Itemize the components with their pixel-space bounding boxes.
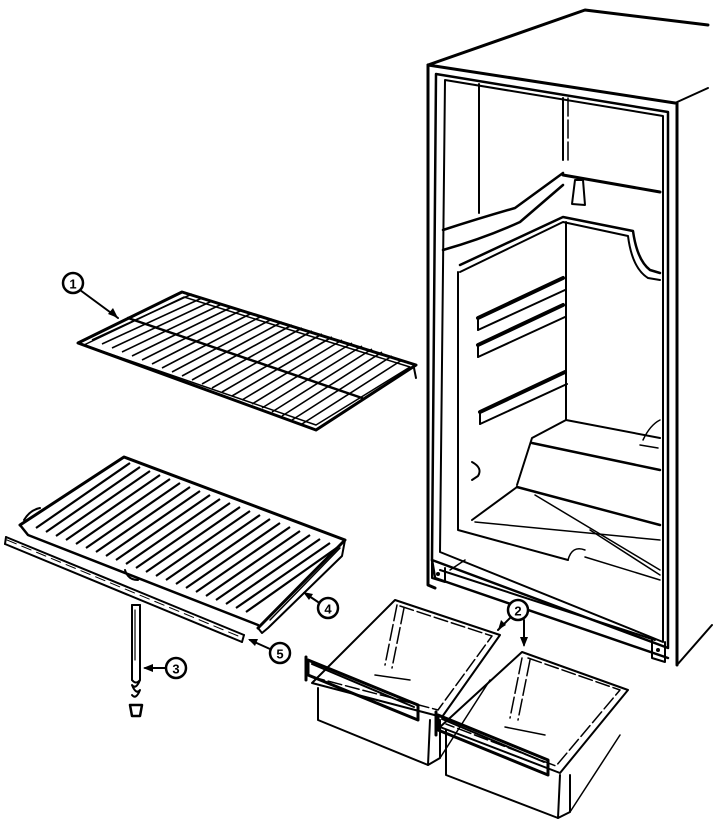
crisper-left (304, 599, 501, 766)
wire-shelf-part-1 (76, 290, 418, 432)
callout-label-4: 4 (324, 602, 332, 617)
support-pin-part-3 (128, 604, 144, 718)
callout-label-5: 5 (276, 647, 283, 662)
callout-5: 5 (268, 641, 292, 665)
callout-circle-1 (61, 271, 85, 295)
callout-circle-2 (506, 598, 530, 622)
callout-circle-4 (316, 596, 340, 620)
callout-3: 3 (164, 656, 188, 680)
callout-2: 2 (506, 598, 530, 622)
callout-4: 4 (316, 596, 340, 620)
callout-label-2: 2 (514, 604, 521, 619)
refrigerator-cabinet (426, 8, 713, 667)
crisper-right (434, 651, 629, 819)
leader-lines (79, 289, 528, 672)
callout-label-3: 3 (172, 662, 179, 677)
trim-rod-part-5 (4, 536, 245, 643)
callout-label-1: 1 (69, 277, 76, 292)
callout-1: 1 (61, 271, 85, 295)
callout-circle-3 (164, 656, 188, 680)
crisper-cover-part-4 (18, 455, 347, 634)
callout-circle-5 (268, 641, 292, 665)
